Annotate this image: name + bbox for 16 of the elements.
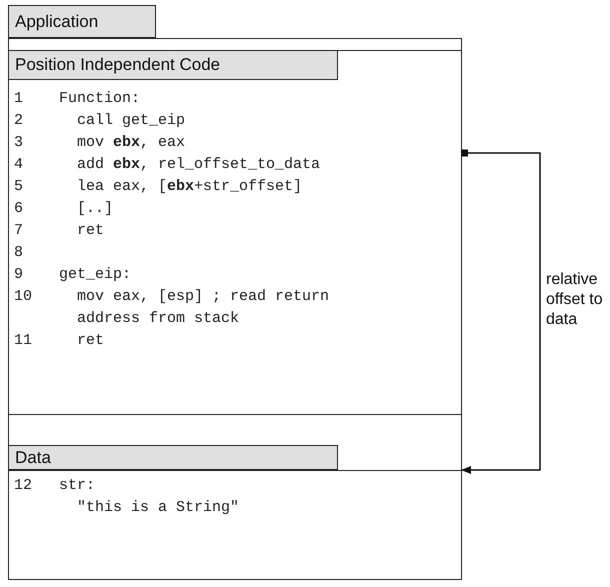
- code-line: 4 add ebx, rel_offset_to_data: [14, 155, 322, 175]
- code-line: 2 call get_eip: [14, 111, 186, 131]
- code-line: 3 mov ebx, eax: [14, 133, 186, 153]
- code-line: 5 lea eax, [ebx+str_offset]: [14, 177, 304, 197]
- section-heading: Data: [8, 445, 338, 470]
- code-line: 6 [..]: [14, 199, 114, 219]
- section-heading: Application: [8, 5, 156, 38]
- code-line: 1 Function:: [14, 89, 142, 109]
- code-line: 7 ret: [14, 221, 106, 241]
- code-line: 12 str:: [14, 476, 96, 496]
- code-line: 11 ret: [14, 331, 106, 351]
- code-line: 8: [14, 243, 24, 263]
- section-heading: Position Independent Code: [8, 50, 338, 80]
- code-line: 9 get_eip:: [14, 265, 132, 285]
- code-line: "this is a String": [76, 498, 240, 518]
- connector-arrow: [461, 150, 541, 474]
